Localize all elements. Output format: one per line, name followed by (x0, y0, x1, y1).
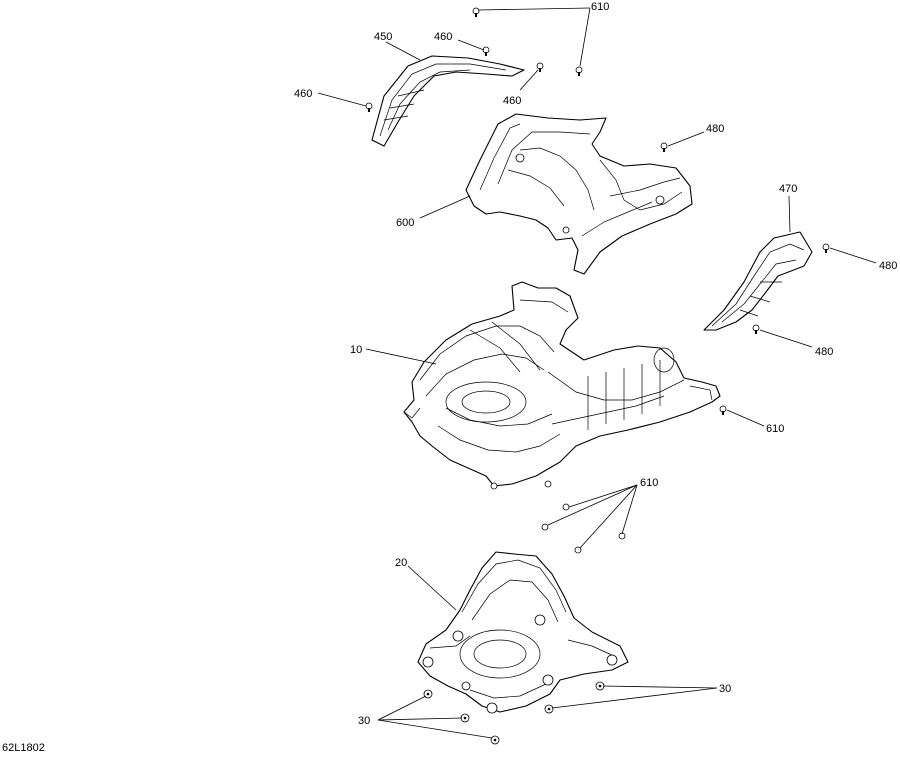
callout-480-a: 480 (706, 123, 724, 135)
part-10-intake-box (403, 281, 721, 490)
callout-600: 600 (396, 217, 414, 229)
callout-10: 10 (350, 344, 362, 356)
callout-480-b: 480 (879, 260, 897, 272)
callout-460-b: 460 (503, 95, 521, 107)
callout-450: 450 (374, 31, 392, 43)
callout-610-mid: 610 (766, 423, 784, 435)
screw-480-a (660, 142, 668, 152)
screw-610-top-a (472, 7, 480, 17)
screw-460-a (482, 46, 490, 56)
part-20-lower-housing (417, 551, 629, 714)
screw-610-mid (719, 405, 727, 415)
screw-610-low-a (544, 480, 552, 488)
part-600-airbox-cover (465, 113, 693, 275)
washer-30-c (490, 735, 500, 745)
screw-610-low-b (562, 503, 570, 511)
callout-20: 20 (395, 557, 407, 569)
callout-460-c: 460 (294, 88, 312, 100)
washer-30-d (595, 681, 605, 691)
callout-30-right: 30 (719, 683, 731, 695)
callout-460-a: 460 (434, 31, 452, 43)
screw-480-b (822, 243, 830, 253)
washer-30-b (460, 713, 470, 723)
callout-480-c: 480 (815, 346, 833, 358)
washer-30-e (544, 704, 554, 714)
callout-470: 470 (779, 183, 797, 195)
screw-610-low-d (574, 546, 582, 554)
part-470-cover (703, 231, 813, 331)
drawing-code: 62L1802 (2, 742, 45, 754)
callout-610-low: 610 (640, 477, 658, 489)
callout-610-top: 610 (591, 1, 609, 13)
screw-610-low-c (541, 523, 549, 531)
screw-460-b (536, 62, 544, 72)
leader-lines (317, 7, 877, 739)
screw-480-c (752, 324, 760, 334)
screw-610-top-b (575, 66, 583, 76)
fasteners (365, 7, 830, 745)
callout-30-left: 30 (358, 715, 370, 727)
part-450-cover (371, 55, 525, 147)
screw-460-c (365, 102, 373, 112)
